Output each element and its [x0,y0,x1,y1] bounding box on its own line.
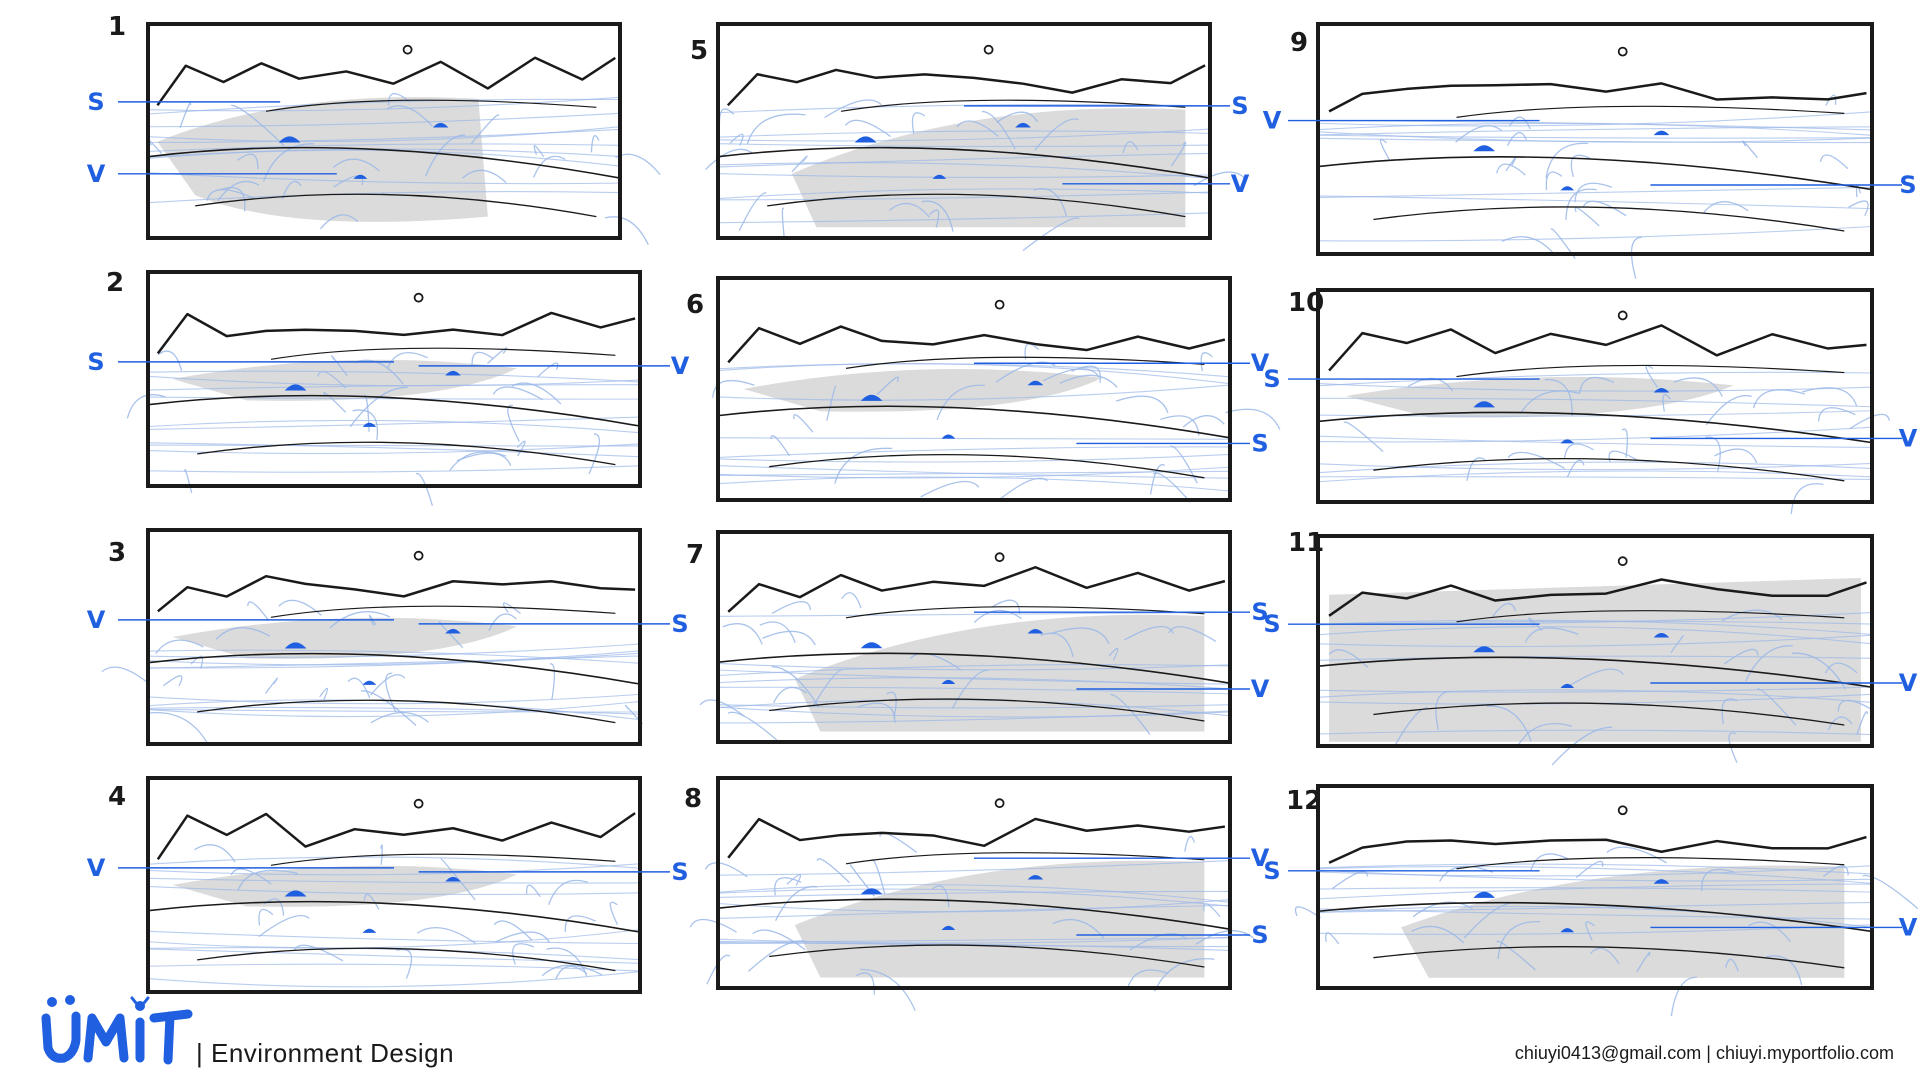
village-label: V [87,160,106,188]
settlement-label: S [1263,610,1280,638]
village-label: V [1263,107,1282,135]
frame-number-10: 10 [1288,288,1325,318]
settlement-label: S [671,858,688,886]
storyboard-panel-5 [705,22,1246,252]
village-label: V [87,854,106,882]
frame-number-8: 8 [684,784,703,814]
storyboard-panel-9 [1288,22,1902,279]
frame-number-12: 12 [1286,786,1323,816]
village-label: V [1251,844,1270,872]
settlement-label: S [671,610,688,638]
footer-contact: chiuyi0413@gmail.com | chiuyi.myportfoli… [1514,1043,1894,1063]
frame-number-6: 6 [686,290,705,320]
settlement-label: S [1251,598,1268,626]
frame-number-5: 5 [690,36,709,66]
settlement-label: S [87,348,104,376]
frame-number-1: 1 [108,12,127,42]
storyboard-panel-2 [118,270,670,506]
storyboard-panel-12 [1288,784,1919,1017]
frame-number-9: 9 [1290,28,1309,58]
village-label: V [1251,675,1270,703]
settlement-label: S [1263,857,1280,885]
frame-number-3: 3 [108,538,127,568]
settlement-label: S [1251,429,1268,457]
storyboard-panel-6 [712,276,1281,503]
settlement-label: S [87,88,104,116]
footer-title: | Environment Design [196,1038,455,1068]
village-label: V [671,352,690,380]
frame-number-7: 7 [686,540,705,570]
storyboard-panel-4 [118,776,670,994]
village-label: V [1899,913,1918,941]
village-label: V [87,606,106,634]
village-label: V [1231,170,1250,198]
frame-number-11: 11 [1288,528,1325,558]
village-label: V [1251,349,1270,377]
frame-number-2: 2 [106,268,125,298]
village-label: V [1899,424,1918,452]
storyboard-panel-1 [118,22,661,246]
storyboard-panel-3 [101,528,670,747]
frame-number-4: 4 [108,782,127,812]
storyboard-panel-7 [699,530,1250,744]
settlement-label: S [1251,921,1268,949]
storyboard-panel-11 [1288,534,1902,766]
settlement-label: S [1231,92,1248,120]
settlement-label: S [1263,365,1280,393]
storyboard-panel-8 [689,776,1254,1011]
storyboard-panel-10 [1288,288,1902,515]
umit-logo [41,995,193,1065]
settlement-label: S [1899,171,1916,199]
village-label: V [1899,669,1918,697]
